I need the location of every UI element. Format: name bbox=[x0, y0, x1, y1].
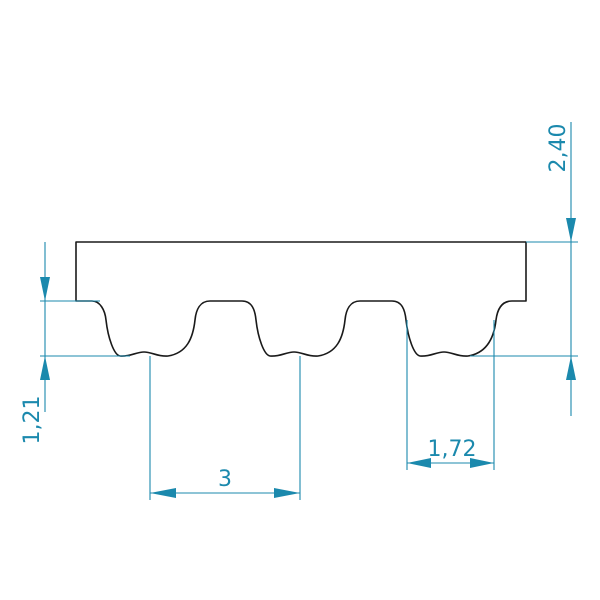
belt-profile-outline bbox=[75, 241, 527, 357]
arrow-up-icon bbox=[566, 356, 576, 380]
arrow-right-icon bbox=[274, 488, 300, 498]
tooth-width-dimension: 1,72 bbox=[406, 320, 495, 470]
arrow-down-icon bbox=[40, 277, 50, 301]
arrow-down-icon bbox=[566, 218, 576, 242]
arrow-left-icon bbox=[407, 458, 431, 468]
arrow-right-icon bbox=[470, 458, 494, 468]
pitch-label: 3 bbox=[218, 467, 232, 492]
tooth-width-label: 1,72 bbox=[428, 437, 477, 462]
arrow-left-icon bbox=[150, 488, 176, 498]
total-height-label: 2,40 bbox=[546, 124, 571, 173]
total-height-dimension: 2,40 bbox=[470, 122, 578, 416]
arrow-up-icon bbox=[40, 356, 50, 380]
tooth-height-label: 1,21 bbox=[20, 396, 45, 445]
pitch-dimension: 3 bbox=[149, 356, 301, 500]
tooth-height-dimension: 1,21 bbox=[20, 242, 130, 444]
